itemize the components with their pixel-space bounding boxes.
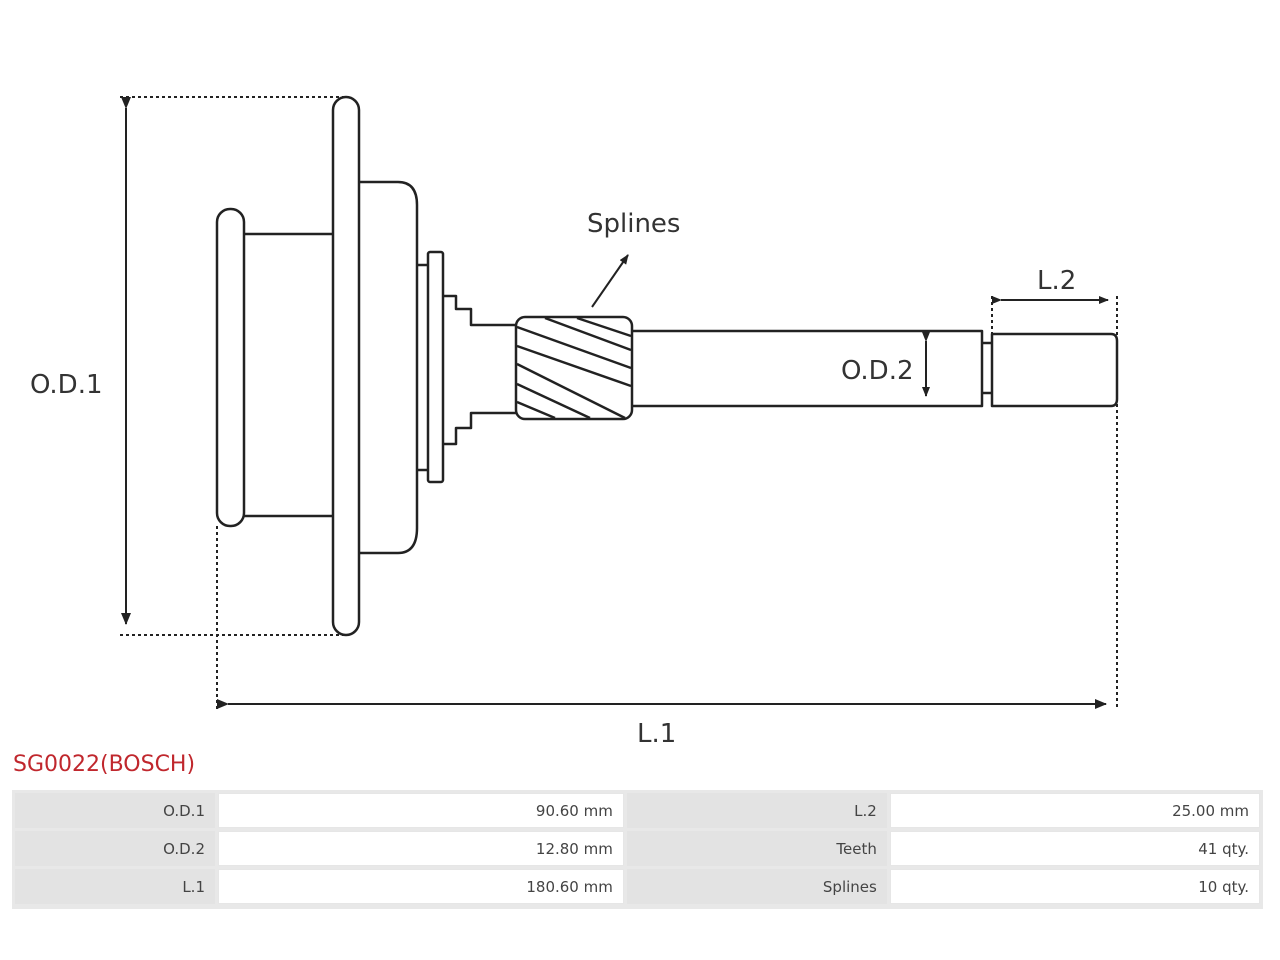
main-flange <box>331 95 361 637</box>
splines-leader-arrow <box>591 254 629 308</box>
technical-drawing: O.D.1 O.D.2 L.1 L.2 Splines <box>30 95 1119 749</box>
clutch-housing <box>359 180 419 555</box>
spec-key: O.D.2 <box>15 831 215 866</box>
spec-value: 12.80 mm <box>218 831 624 866</box>
spec-key: L.1 <box>15 869 215 904</box>
spec-key: Splines <box>626 869 887 904</box>
shaft <box>632 329 984 408</box>
spec-value: 41 qty. <box>889 831 1260 866</box>
label-l2: L.2 <box>1037 266 1076 296</box>
spec-value: 25.00 mm <box>889 793 1260 828</box>
retainer-plate <box>426 250 445 484</box>
table-row: L.1 180.60 mm Splines 10 qty. <box>15 869 1260 904</box>
shaft-end <box>982 332 1119 408</box>
spec-value: 10 qty. <box>889 869 1260 904</box>
pinion-gear <box>514 315 634 421</box>
spec-value: 180.60 mm <box>218 869 624 904</box>
label-od1: O.D.1 <box>30 370 103 400</box>
spec-key: O.D.1 <box>15 793 215 828</box>
label-l1: L.1 <box>637 719 676 749</box>
part-number-title: SG0022(BOSCH) <box>13 752 196 777</box>
spec-value: 90.60 mm <box>218 793 624 828</box>
label-splines: Splines <box>587 209 680 239</box>
spec-key: Teeth <box>626 831 887 866</box>
rear-flange <box>215 207 246 528</box>
specs-table: O.D.1 90.60 mm L.2 25.00 mm O.D.2 12.80 … <box>12 790 1263 907</box>
table-row: O.D.2 12.80 mm Teeth 41 qty. <box>15 831 1260 866</box>
hub <box>443 294 516 327</box>
table-row: O.D.1 90.60 mm L.2 25.00 mm <box>15 793 1260 828</box>
spec-key: L.2 <box>626 793 887 828</box>
label-od2: O.D.2 <box>841 356 914 386</box>
